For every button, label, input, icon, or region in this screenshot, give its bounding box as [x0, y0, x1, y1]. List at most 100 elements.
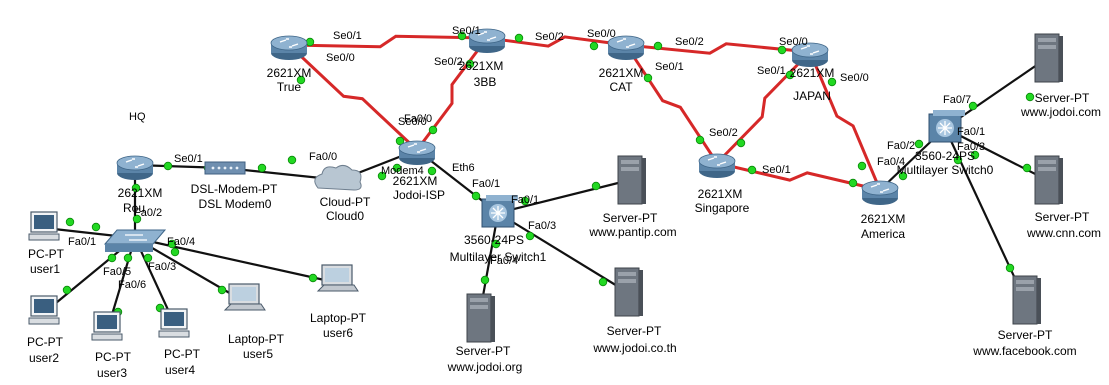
modem-icon [204, 161, 246, 175]
link-japan-amer[interactable] [808, 51, 882, 191]
link-sw0-fb[interactable] [944, 127, 1026, 301]
device-model-label: Server-PT [607, 324, 662, 338]
link-status-dot [598, 277, 608, 287]
link-status-dot [131, 183, 141, 193]
link-sw0-jcom[interactable] [944, 57, 1048, 129]
links-layer [44, 31, 1048, 329]
port-label: Se0/0 [779, 36, 808, 48]
link-cat-japan[interactable] [625, 41, 811, 55]
port-label: Fa0/3 [957, 141, 985, 153]
link-bb3-cat[interactable] [486, 33, 627, 51]
port-label: Fa0/5 [103, 266, 131, 278]
link-status-dot [1022, 163, 1032, 173]
device-model-label: 2621XM [267, 66, 312, 80]
laptop-icon [316, 264, 359, 292]
link-hqsw-u5[interactable] [134, 237, 246, 303]
link-true-isp[interactable] [287, 43, 419, 152]
device-model-label: PC-PT [28, 247, 65, 261]
device-name-label: user2 [29, 351, 59, 365]
device-model-label: Server-PT [456, 344, 511, 358]
link-sw1-jcoth[interactable] [497, 212, 628, 293]
link-status-dot [257, 163, 267, 173]
link-status-dot [287, 155, 297, 165]
pc-icon [91, 311, 123, 341]
port-label: Se0/0 [398, 116, 427, 128]
device-name-label: JAPAN [793, 89, 831, 103]
link-true-bb3[interactable] [288, 31, 488, 49]
device-japan[interactable]: 2621XM JAPAN [790, 42, 835, 103]
mlswitch-icon [481, 195, 518, 228]
link-status-dot [170, 247, 180, 257]
device-name-label: www.jodoi.com [1020, 105, 1101, 119]
device-name-label: America [861, 227, 905, 241]
link-bb3-isp[interactable] [415, 37, 489, 151]
link-status-dot [898, 171, 908, 181]
link-status-dot [785, 70, 795, 80]
device-name-label: user5 [243, 347, 273, 361]
port-label: Se0/2 [675, 36, 704, 48]
link-status-dot [167, 239, 177, 249]
link-sw0-cnn[interactable] [944, 127, 1048, 181]
link-status-dot [143, 253, 153, 263]
link-status-dot [132, 214, 142, 224]
router-icon [607, 35, 645, 60]
device-hqsw[interactable] [103, 229, 167, 252]
port-label: Se0/1 [333, 30, 362, 42]
port-label: Se0/1 [762, 164, 791, 176]
pc-icon [28, 295, 60, 325]
link-status-dot [953, 155, 963, 165]
link-sw1-pantip[interactable] [497, 178, 631, 215]
link-status-dot [643, 73, 653, 83]
device-model-label: Server-PT [603, 211, 658, 225]
port-label: Eth6 [452, 162, 475, 174]
device-model-label: PC-PT [95, 350, 132, 364]
link-status-dot [1025, 92, 1035, 102]
port-label: Fa0/6 [118, 279, 146, 291]
link-hqsw-u6[interactable] [134, 236, 339, 285]
link-status-dot [123, 253, 133, 263]
device-model-label: 2621XM [459, 59, 504, 73]
link-status-dot [465, 59, 475, 69]
link-status-dot [107, 253, 117, 263]
link-status-dot [591, 181, 601, 191]
link-sing-amer[interactable] [716, 161, 881, 192]
port-label: Fa0/7 [943, 94, 971, 106]
link-status-dot [377, 171, 387, 181]
port-label: Fa0/4 [877, 156, 905, 168]
link-cat-sing[interactable] [624, 44, 719, 164]
device-name-label: Multilayer Switch1 [450, 250, 547, 264]
device-model-label: 2621XM [790, 66, 835, 80]
device-name-label: Jodoi-ISP [393, 188, 445, 202]
port-label: Se0/0 [326, 52, 355, 64]
link-status-dot [695, 135, 705, 145]
link-status-dot [296, 75, 306, 85]
link-status-dot [857, 161, 867, 171]
link-status-dot [1005, 263, 1015, 273]
link-japan-sing[interactable] [715, 50, 812, 165]
link-status-dot [428, 125, 438, 135]
link-status-dot [65, 217, 75, 227]
